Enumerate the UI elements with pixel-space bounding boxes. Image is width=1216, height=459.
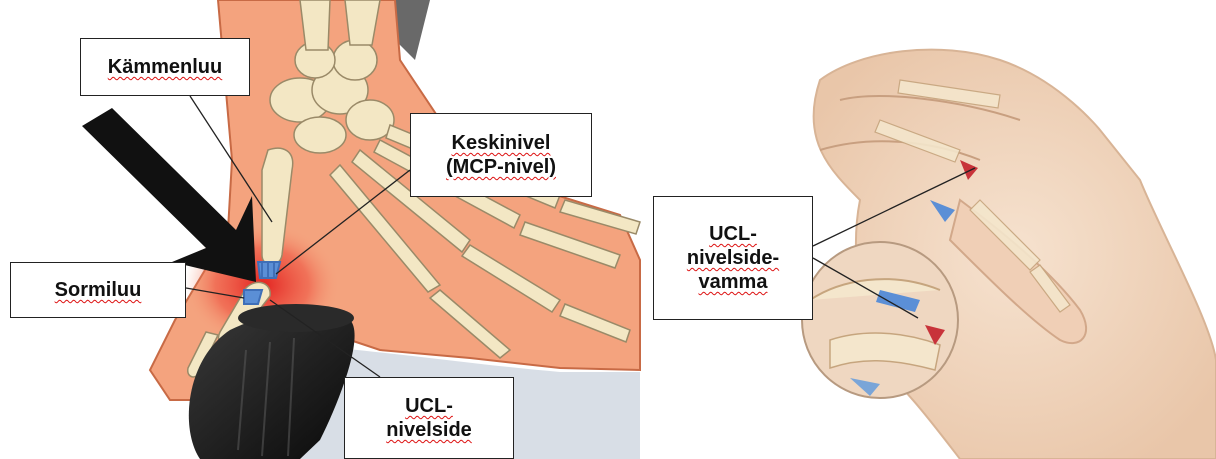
label-metacarpal-text: Kämmenluu <box>108 55 222 79</box>
label-ucl-injury: UCL- nivelside- vamma <box>653 196 813 320</box>
label-mcp-joint: Keskinivel (MCP-nivel) <box>410 113 592 197</box>
label-ucl-ligament-text: UCL- nivelside <box>386 394 472 442</box>
label-metacarpal: Kämmenluu <box>80 38 250 96</box>
label-phalanx: Sormiluu <box>10 262 186 318</box>
label-phalanx-text: Sormiluu <box>55 278 142 302</box>
label-ucl-ligament: UCL- nivelside <box>344 377 514 459</box>
label-mcp-joint-text: Keskinivel (MCP-nivel) <box>446 131 556 179</box>
label-ucl-injury-text: UCL- nivelside- vamma <box>687 222 779 294</box>
